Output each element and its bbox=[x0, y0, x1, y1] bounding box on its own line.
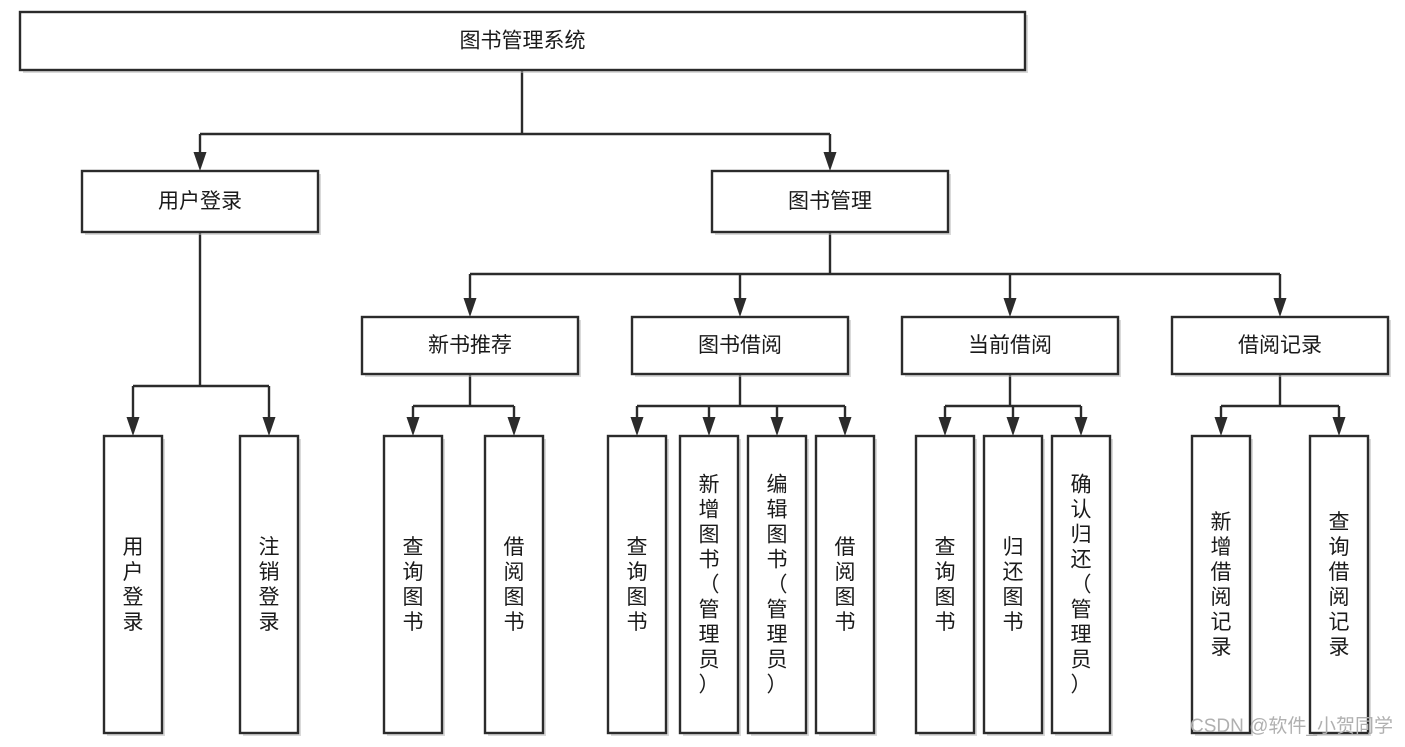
connector-group bbox=[193, 70, 837, 171]
arrow-head-icon bbox=[702, 417, 716, 436]
node-leaf-新增图书（管理员）[interactable]: 新增图书（管理员） bbox=[678, 434, 741, 736]
watermark-layer: CSDN @软件_小贺同学 bbox=[1190, 715, 1393, 737]
node-level2-用户登录[interactable]: 用户登录 bbox=[80, 169, 321, 235]
node-box[interactable] bbox=[1190, 434, 1252, 735]
arrow-head-icon bbox=[630, 417, 644, 436]
node-leaf-查询图书[interactable]: 查询图书 bbox=[606, 434, 669, 736]
arrow-head-icon bbox=[1006, 417, 1020, 436]
csdn-watermark: CSDN @软件_小贺同学 bbox=[1190, 715, 1393, 737]
node-label: 新增借阅记录 bbox=[1211, 511, 1232, 659]
node-label: 新增图书（管理员） bbox=[699, 474, 720, 697]
node-box[interactable] bbox=[102, 434, 164, 735]
connector-group bbox=[126, 232, 276, 436]
arrow-head-icon bbox=[838, 417, 852, 436]
node-box[interactable] bbox=[606, 434, 668, 735]
connector-group bbox=[463, 232, 1287, 317]
connector-group bbox=[406, 374, 521, 436]
node-label: 查询图书 bbox=[935, 536, 956, 634]
arrow-head-icon bbox=[507, 417, 521, 436]
node-level3-新书推荐[interactable]: 新书推荐 bbox=[360, 315, 581, 377]
node-label: 借阅图书 bbox=[504, 536, 525, 634]
arrow-head-icon bbox=[1332, 417, 1346, 436]
node-box[interactable] bbox=[900, 315, 1120, 376]
arrow-head-icon bbox=[1273, 298, 1287, 317]
node-level2-图书管理[interactable]: 图书管理 bbox=[710, 169, 951, 235]
arrow-head-icon bbox=[823, 152, 837, 171]
node-box[interactable] bbox=[746, 434, 808, 735]
node-label: 查询图书 bbox=[403, 536, 424, 634]
arrow-head-icon bbox=[126, 417, 140, 436]
arrow-head-icon bbox=[193, 152, 207, 171]
node-leaf-注销登录[interactable]: 注销登录 bbox=[238, 434, 301, 736]
node-level3-借阅记录[interactable]: 借阅记录 bbox=[1170, 315, 1391, 377]
node-leaf-查询图书[interactable]: 查询图书 bbox=[382, 434, 445, 736]
node-box[interactable] bbox=[483, 434, 545, 735]
node-level3-图书借阅[interactable]: 图书借阅 bbox=[630, 315, 851, 377]
node-box[interactable] bbox=[814, 434, 876, 735]
node-layer: 图书管理系统用户登录图书管理新书推荐图书借阅当前借阅借阅记录用户登录注销登录查询… bbox=[18, 10, 1391, 736]
node-box[interactable] bbox=[678, 434, 740, 735]
arrow-head-icon bbox=[1074, 417, 1088, 436]
node-label: 注销登录 bbox=[259, 536, 280, 634]
arrow-head-icon bbox=[406, 417, 420, 436]
arrow-head-icon bbox=[938, 417, 952, 436]
node-box[interactable] bbox=[238, 434, 300, 735]
arrow-head-icon bbox=[262, 417, 276, 436]
arrow-head-icon bbox=[463, 298, 477, 317]
connector-layer bbox=[126, 70, 1346, 436]
node-label: 归还图书 bbox=[1003, 536, 1024, 634]
node-box[interactable] bbox=[80, 169, 320, 234]
node-leaf-归还图书[interactable]: 归还图书 bbox=[982, 434, 1045, 736]
arrow-head-icon bbox=[1003, 298, 1017, 317]
node-leaf-编辑图书（管理员）[interactable]: 编辑图书（管理员） bbox=[746, 434, 809, 736]
node-label: 图书借阅 bbox=[698, 334, 782, 357]
connector-group bbox=[1214, 374, 1346, 436]
node-label: 编辑图书（管理员） bbox=[767, 474, 788, 697]
node-label: 图书管理 bbox=[788, 190, 872, 213]
node-box[interactable] bbox=[914, 434, 976, 735]
node-leaf-查询图书[interactable]: 查询图书 bbox=[914, 434, 977, 736]
node-box[interactable] bbox=[1050, 434, 1112, 735]
node-leaf-用户登录[interactable]: 用户登录 bbox=[102, 434, 165, 736]
node-box[interactable] bbox=[1308, 434, 1370, 735]
node-leaf-确认归还（管理员）[interactable]: 确认归还（管理员） bbox=[1050, 434, 1113, 736]
node-leaf-查询借阅记录[interactable]: 查询借阅记录 bbox=[1308, 434, 1371, 736]
node-box[interactable] bbox=[630, 315, 850, 376]
node-label: 查询借阅记录 bbox=[1329, 511, 1350, 659]
arrow-head-icon bbox=[1214, 417, 1228, 436]
node-box[interactable] bbox=[710, 169, 950, 234]
node-box[interactable] bbox=[1170, 315, 1390, 376]
node-label: 借阅图书 bbox=[835, 536, 856, 634]
node-root-图书管理系统[interactable]: 图书管理系统 bbox=[18, 10, 1028, 73]
node-level3-当前借阅[interactable]: 当前借阅 bbox=[900, 315, 1121, 377]
node-label: 图书管理系统 bbox=[460, 30, 586, 53]
connector-group bbox=[630, 374, 852, 436]
node-label: 用户登录 bbox=[158, 190, 242, 213]
node-box[interactable] bbox=[18, 10, 1027, 72]
node-leaf-借阅图书[interactable]: 借阅图书 bbox=[483, 434, 546, 736]
connector-group bbox=[938, 374, 1088, 436]
node-label: 当前借阅 bbox=[968, 334, 1052, 357]
arrow-head-icon bbox=[770, 417, 784, 436]
node-box[interactable] bbox=[360, 315, 580, 376]
node-box[interactable] bbox=[982, 434, 1044, 735]
node-label: 查询图书 bbox=[627, 536, 648, 634]
node-label: 用户登录 bbox=[123, 536, 144, 634]
node-label: 借阅记录 bbox=[1238, 334, 1322, 357]
node-leaf-新增借阅记录[interactable]: 新增借阅记录 bbox=[1190, 434, 1253, 736]
node-label: 确认归还（管理员） bbox=[1071, 474, 1092, 697]
arrow-head-icon bbox=[733, 298, 747, 317]
node-box[interactable] bbox=[382, 434, 444, 735]
node-leaf-借阅图书[interactable]: 借阅图书 bbox=[814, 434, 877, 736]
node-label: 新书推荐 bbox=[428, 334, 512, 357]
